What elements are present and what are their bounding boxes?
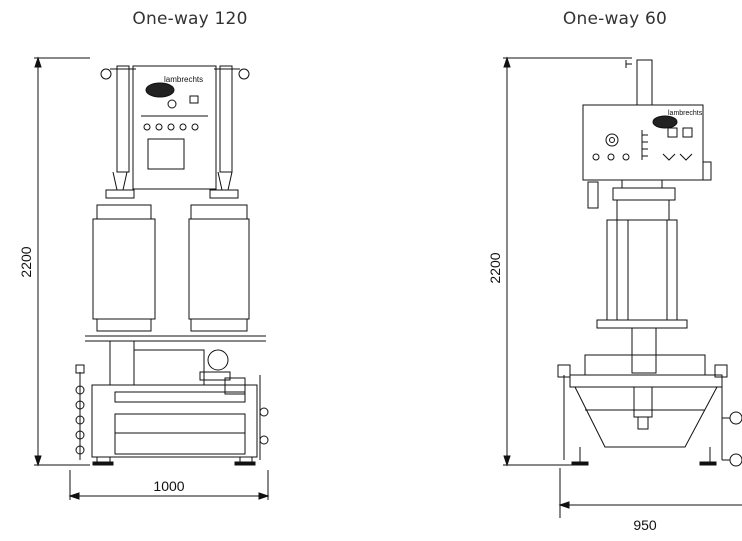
base-frame-left xyxy=(91,375,269,460)
tank-left-1 xyxy=(92,204,156,332)
one-way-60-drawing: 2200 950 lambrechts xyxy=(487,56,742,533)
tank-right xyxy=(606,219,678,321)
height-label-right: 2200 xyxy=(487,252,503,283)
height-dimension-right xyxy=(503,56,632,467)
control-panel-right: lambrechts xyxy=(582,104,704,181)
one-way-120-drawing: 2200 1000 lambrechts xyxy=(18,56,270,500)
machine-title-one-way-60: One-way 60 xyxy=(562,9,668,29)
brand-logo-left: lambrechts xyxy=(164,75,203,84)
tank-left-2 xyxy=(188,204,250,332)
width-dimension-left xyxy=(68,470,270,500)
width-label-right: 950 xyxy=(633,517,657,533)
brand-logo-right: lambrechts xyxy=(668,110,703,117)
height-label-left: 2200 xyxy=(18,246,34,277)
width-label-left: 1000 xyxy=(153,478,184,494)
width-dimension-right xyxy=(558,468,742,518)
height-dimension-left xyxy=(34,56,90,467)
machine-title-one-way-120: One-way 120 xyxy=(132,9,248,29)
control-panel-left: lambrechts xyxy=(132,65,217,190)
base-frame-right xyxy=(557,354,742,467)
